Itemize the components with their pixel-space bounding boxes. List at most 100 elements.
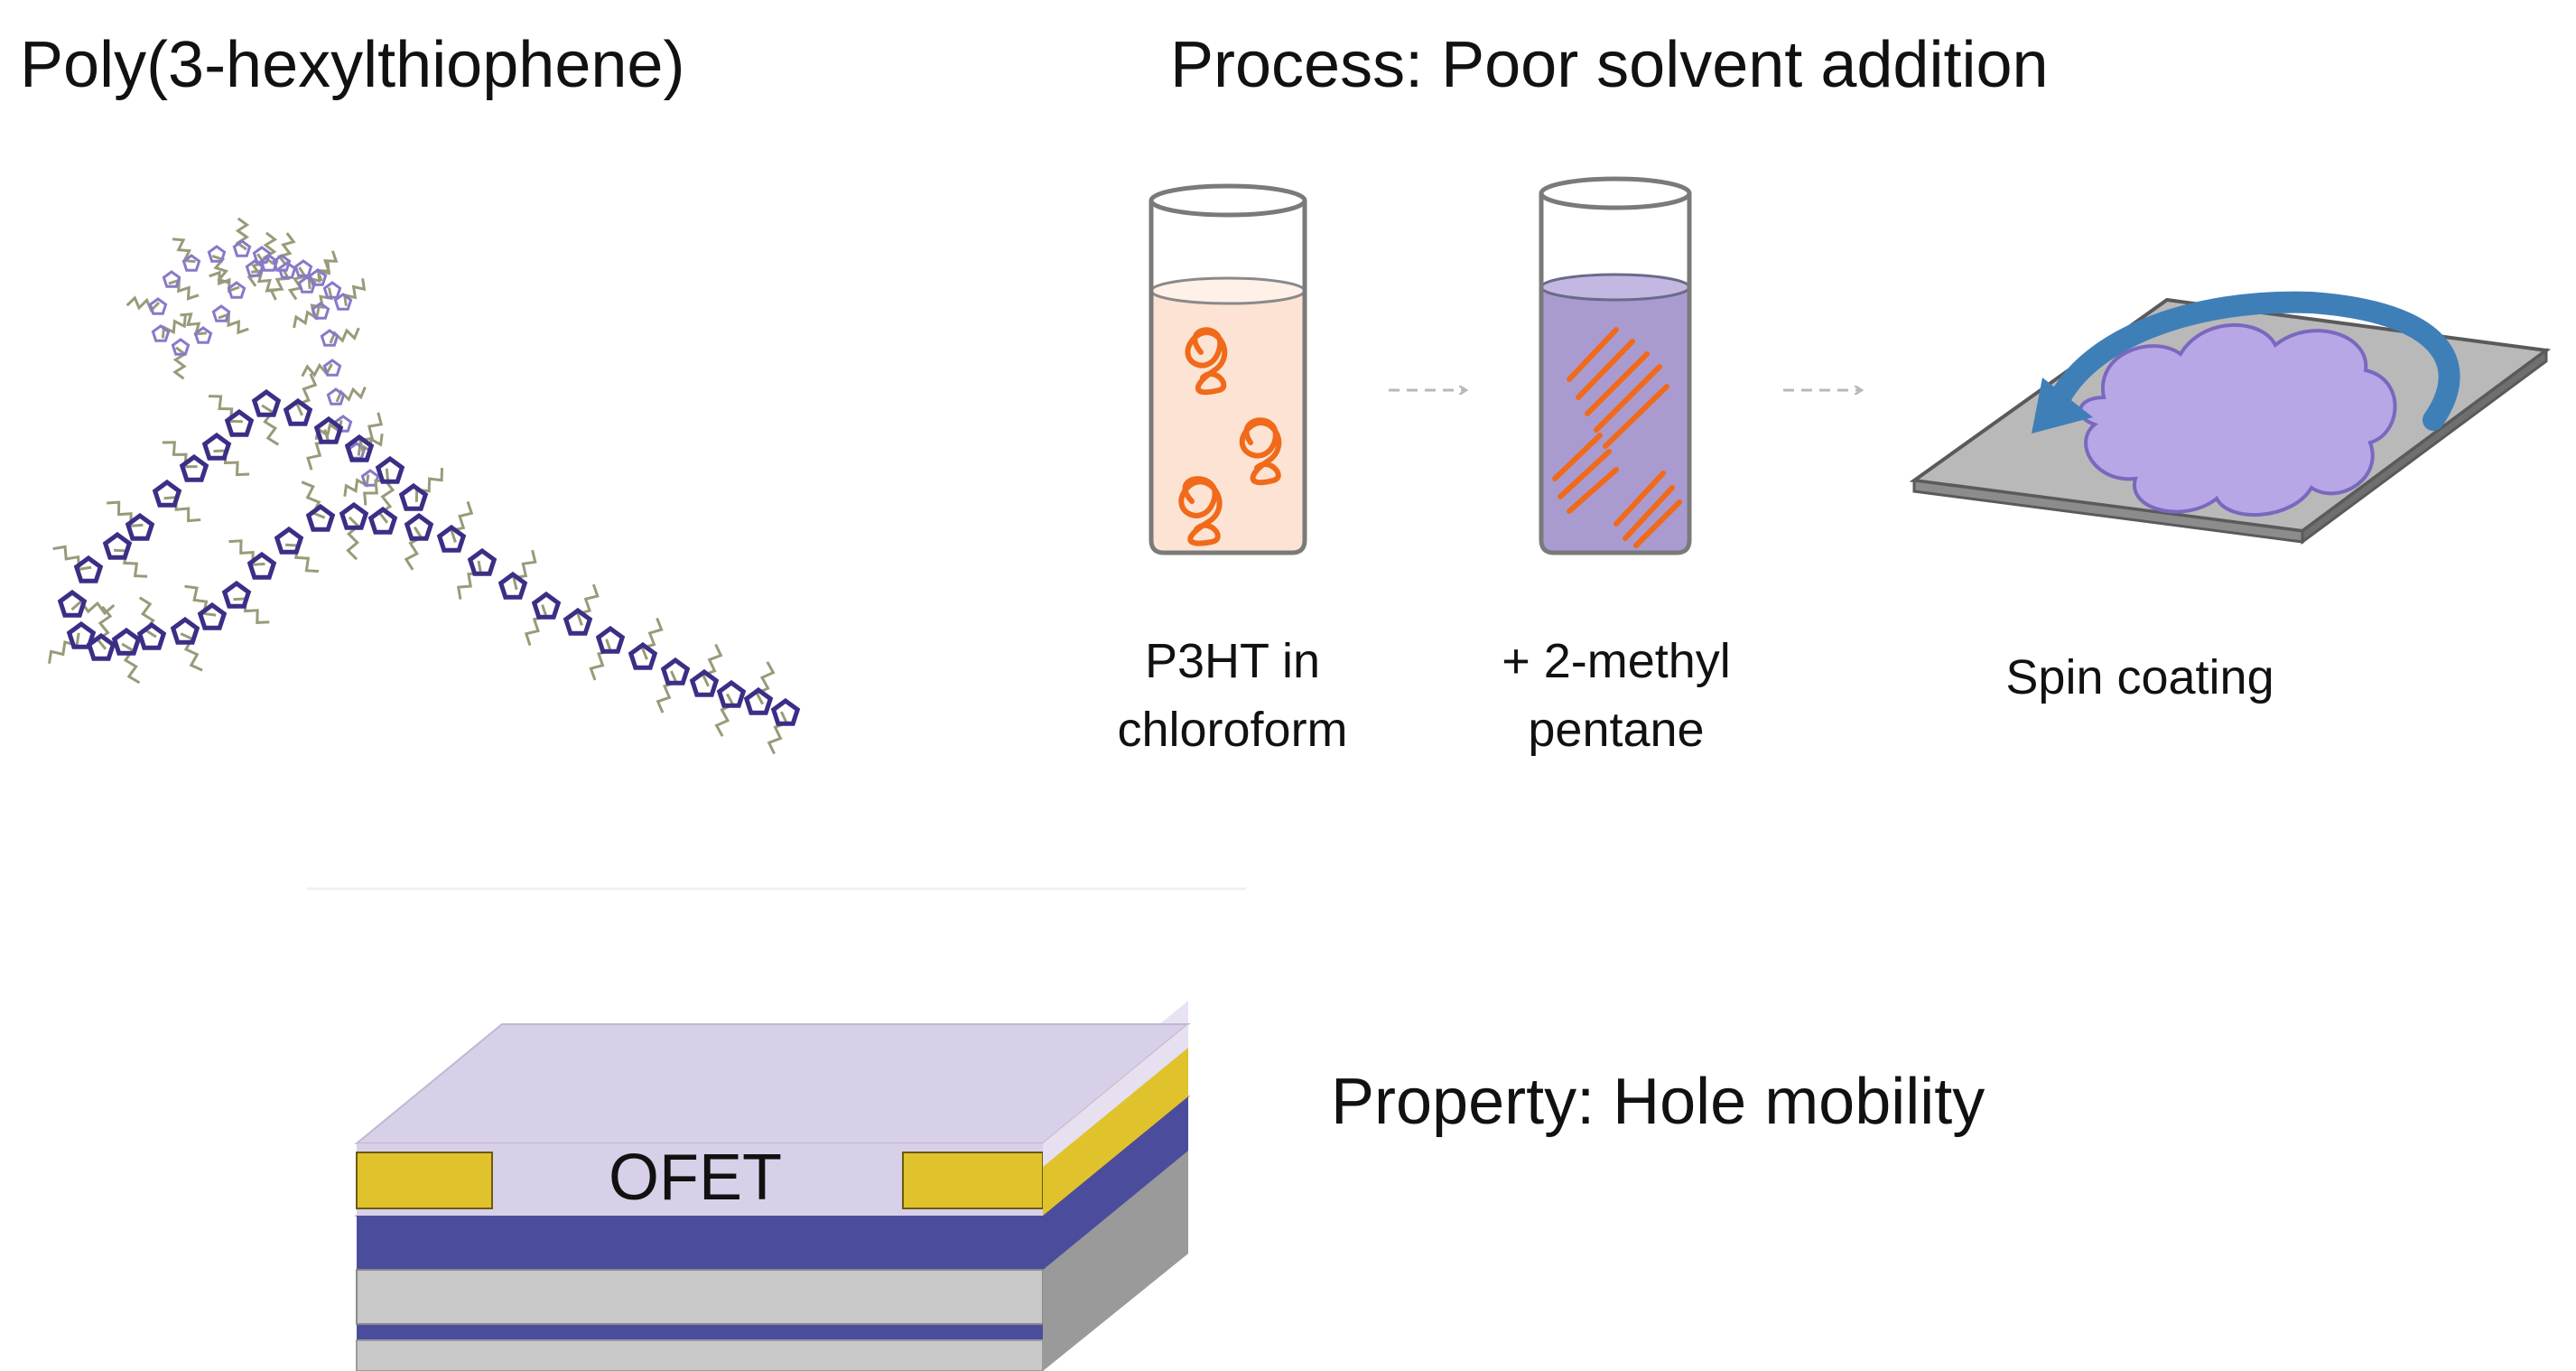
thiophene-ring [595,625,626,654]
hexyl-side-chain [70,599,116,616]
aggregate-strand [1613,471,1666,527]
aggregated-chains [1552,327,1682,548]
vial-1-liquid [1151,291,1305,553]
aggregate-strand [1567,327,1619,382]
hexyl-side-chain [315,250,339,282]
hexyl-side-chain [306,429,330,471]
thiophene-ring [311,302,330,320]
thiophene-ring [360,469,380,487]
thiophene-ring [436,524,467,553]
aggregate-strand [1633,499,1682,548]
thiophene-ring [660,657,691,686]
aggregate-strand [1558,449,1612,499]
hexyl-side-chain [640,617,664,660]
thiophene-ring [467,547,498,576]
step-2-line-2: pentane [1528,703,1705,757]
vial-1-meniscus [1149,276,1307,305]
hexyl-side-chain [126,295,161,313]
aggregate-strand [1594,364,1662,433]
coil-2 [1239,417,1282,486]
hexyl-side-chain [107,500,144,527]
thiophene-ring [743,686,774,715]
thiophene-ring [339,501,369,530]
hexyl-side-chain [163,495,201,523]
ofet-source-contact [356,1152,493,1209]
substrate-edge-side [2301,348,2548,545]
hexyl-side-chain [261,404,280,446]
hexyl-side-chain [213,449,250,477]
thiophene-ring [305,503,336,532]
thiophene-ring [245,259,265,277]
hexyl-side-chain [701,643,723,687]
vial-1-rim [1149,183,1307,218]
thiophene-ring [404,512,434,541]
thiophene-ring [66,620,97,649]
thiophene-ring [136,621,167,650]
thiophene-ring [344,434,375,462]
hexyl-side-chain [589,639,613,681]
thiophene-ring [689,668,720,697]
spin-arrowhead [2032,378,2093,434]
thiophene-ring [246,551,277,580]
thiophene-ring [274,526,304,555]
thiophene-ring [333,293,353,311]
property-title: Property: Hole mobility [1331,1066,1985,1138]
thiophene-ring [197,602,228,630]
thiophene-ring [111,627,142,656]
thiophene-ring [272,254,292,272]
coil-1 [1185,327,1228,396]
thiophene-ring [179,453,209,482]
hexyl-side-chain [208,395,243,424]
hexyl-side-chain [755,661,776,705]
step-3-caption: Spin coating [1950,643,2330,712]
hexyl-side-chain [218,312,249,335]
thiophene-ring [283,397,313,426]
thiophene-ring [102,531,133,560]
ofet-top-surface [354,1023,1191,1144]
hexyl-side-chain [414,468,443,502]
hexyl-side-chain [52,545,92,572]
thiophene-ring [367,506,398,535]
hexyl-side-chain [172,238,196,264]
hexyl-side-chain [346,516,360,561]
hexyl-side-chain [512,549,537,591]
ofet-drain-contact [902,1152,1044,1209]
aggregate-strand [1603,384,1669,449]
thiophene-ring [398,482,429,511]
polymer-chain-illustration [48,217,801,755]
hexyl-side-chain [48,632,80,664]
thiophene-ring [628,641,658,670]
hexyl-side-chain [162,441,198,469]
hexyl-side-chain [363,468,390,506]
ofet-base-layer [356,1269,1044,1325]
spin-arrow [2043,291,2460,431]
ofet-substrate-front [356,1339,1044,1371]
thiophene-ring [125,512,155,541]
thiophene-ring [716,679,747,708]
thiophene-ring [193,326,213,344]
coiled-chains [1178,327,1282,546]
hexyl-side-chain [301,480,326,519]
hexyl-side-chain [714,693,735,737]
vial-2-meniscus [1539,273,1691,302]
thiophene-ring [333,415,353,433]
spin-coating-illustration [1909,291,2552,545]
thiophene-ring [151,324,171,342]
hexyl-side-chain [295,373,318,416]
ofet-label: OFET [609,1142,782,1214]
ofet-side-layer-top [1043,1024,1188,1167]
thiophene-ring [211,304,231,322]
vial-chloroform [1149,183,1307,555]
hexyl-side-chain [168,278,200,301]
hexyl-side-chain [450,500,474,543]
thiophene-ring [224,408,255,437]
hexyl-side-chain [456,560,483,600]
aggregate-strand [1552,433,1603,481]
hexyl-side-chain [575,583,600,626]
hexyl-side-chain [184,584,217,617]
hexyl-side-chain [233,597,270,624]
step-1-caption: P3HT in chloroform [1065,627,1400,764]
thiophene-ring [563,607,593,636]
step-2-caption: + 2-methyl pentane [1445,627,1788,764]
